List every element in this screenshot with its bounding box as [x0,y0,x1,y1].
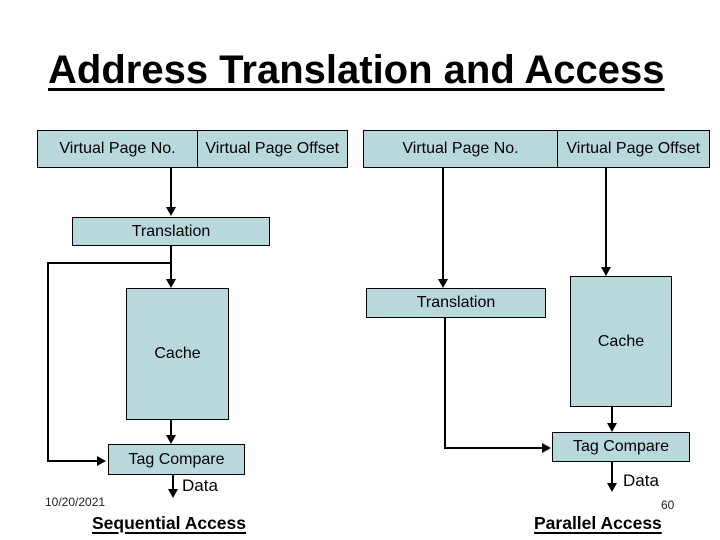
arrowhead-right-icon [542,443,551,453]
arrowhead-down-icon [168,489,178,498]
arrowhead-down-icon [438,279,448,288]
page-number: 60 [661,498,675,512]
arrowhead-down-icon [166,207,176,216]
connector-vpn-to-translation-seq [170,168,172,208]
connector-rail-to-tagcompare-seq [47,460,97,462]
label-data-seq: Data [182,476,218,495]
arrowhead-down-icon [166,435,176,444]
slide-title: Address Translation and Access [48,48,665,92]
box-tag-compare-par: Tag Compare [552,432,690,462]
connector-left-rail-seq [47,262,49,462]
caption-parallel-access: Parallel Access [534,513,662,533]
arrowhead-right-icon [97,456,106,466]
box-virtual-page-no-seq: Virtual Page No. [37,130,198,168]
connector-branch-horizontal-seq [47,262,172,264]
box-cache-seq: Cache [126,288,229,420]
arrowhead-down-icon [601,267,611,276]
label-data-par: Data [623,471,659,490]
connector-tagcompare-to-data-seq [172,475,174,489]
connector-tagcompare-to-data-par [611,462,613,483]
box-tag-compare-seq: Tag Compare [108,444,245,475]
connector-cache-to-tagcompare-seq [170,420,172,435]
caption-sequential-access: Sequential Access [92,513,247,533]
arrowhead-down-icon [607,483,617,492]
box-virtual-page-no-par: Virtual Page No. [363,130,558,168]
box-cache-par: Cache [570,276,672,407]
box-translation-par: Translation [366,288,546,318]
connector-cache-to-tagcompare-par [611,407,613,423]
connector-vpn-to-translation-par [442,168,444,279]
connector-vpo-to-cache-par [605,168,607,267]
connector-translation-down-par [444,318,446,449]
footer-date: 10/20/2021 [45,495,106,509]
connector-translation-to-tagcompare-par [444,447,542,449]
box-virtual-page-offset-par: Virtual Page Offset [556,130,710,168]
arrowhead-down-icon [607,423,617,432]
box-translation-seq: Translation [72,217,270,246]
box-virtual-page-offset-seq: Virtual Page Offset [196,130,348,168]
arrowhead-down-icon [166,279,176,288]
